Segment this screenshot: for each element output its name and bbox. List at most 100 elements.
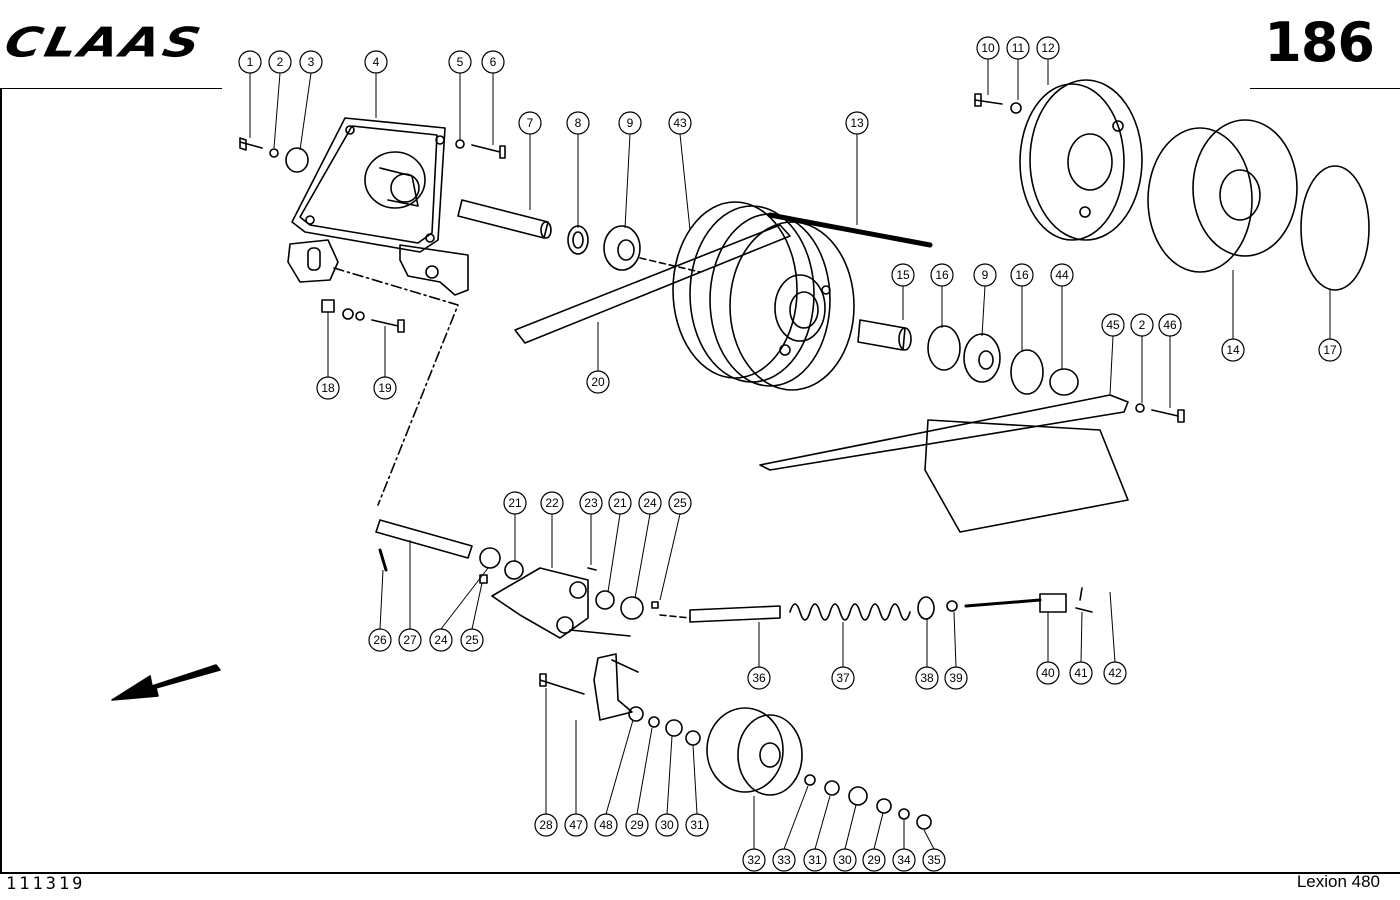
part-callout: 21 xyxy=(503,491,527,515)
callout-circle xyxy=(638,491,662,515)
frame-left-border xyxy=(0,88,2,872)
part-callout: 24 xyxy=(638,491,662,515)
callout-circle xyxy=(566,111,590,135)
callout-circle xyxy=(429,628,453,652)
callout-number: 2 xyxy=(277,55,284,69)
part-callout: 21 xyxy=(608,491,632,515)
direction-arrow xyxy=(111,664,221,701)
callout-circle xyxy=(1010,263,1034,287)
callout-circle xyxy=(922,848,946,872)
part-callout: 1 xyxy=(238,50,262,74)
callout-circle xyxy=(862,848,886,872)
callout-circle xyxy=(540,491,564,515)
callout-circle xyxy=(373,376,397,400)
part-callout: 4 xyxy=(364,50,388,74)
callout-circle xyxy=(534,813,558,837)
callout-circle xyxy=(503,491,527,515)
callout-circle xyxy=(747,666,771,690)
callout-circle xyxy=(831,666,855,690)
callout-number: 16 xyxy=(1015,268,1029,282)
part-callout: 9 xyxy=(973,263,997,287)
part-callout: 14 xyxy=(1221,338,1245,362)
callout-number: 20 xyxy=(591,375,605,389)
callout-circle xyxy=(833,848,857,872)
callout-number: 26 xyxy=(373,633,387,647)
leader-line xyxy=(783,785,809,850)
callout-number: 7 xyxy=(527,116,534,130)
callout-circle xyxy=(460,628,484,652)
leader-line xyxy=(273,72,281,149)
frame-bottom-border xyxy=(0,872,1400,874)
part-callout: 8 xyxy=(566,111,590,135)
callout-number: 9 xyxy=(627,116,634,130)
callout-circle xyxy=(608,491,632,515)
part-callout: 25 xyxy=(460,628,484,652)
leader-line xyxy=(981,285,986,337)
leader-line xyxy=(379,569,384,630)
part-callout: 28 xyxy=(534,813,558,837)
callout-circle xyxy=(772,848,796,872)
bracket-plate-drawing xyxy=(287,117,469,296)
part-callout: 27 xyxy=(398,628,422,652)
main-pulley-drawing xyxy=(672,201,855,391)
callout-number: 31 xyxy=(690,818,704,832)
leader-line xyxy=(471,582,483,630)
callout-circle xyxy=(579,491,603,515)
leader-line xyxy=(666,735,673,815)
callout-circle xyxy=(1318,338,1342,362)
callout-number: 41 xyxy=(1074,666,1088,680)
callout-circle xyxy=(930,263,954,287)
leader-line xyxy=(624,133,631,229)
callout-number: 36 xyxy=(752,671,766,685)
part-callout: 33 xyxy=(772,848,796,872)
callout-circle xyxy=(564,813,588,837)
part-callout: 29 xyxy=(625,813,649,837)
callout-number: 21 xyxy=(508,496,522,510)
callout-number: 14 xyxy=(1226,343,1240,357)
leader-line xyxy=(1109,335,1114,396)
callout-number: 45 xyxy=(1106,318,1120,332)
callout-circle xyxy=(891,263,915,287)
callout-number: 1 xyxy=(247,55,254,69)
leader-line xyxy=(1109,591,1116,663)
callout-circle xyxy=(845,111,869,135)
part-callout: 45 xyxy=(1101,313,1125,337)
callout-number: 4 xyxy=(373,55,380,69)
callout-number: 16 xyxy=(935,268,949,282)
callout-circle xyxy=(973,263,997,287)
callout-number: 43 xyxy=(673,116,687,130)
part-callout: 36 xyxy=(747,666,771,690)
callout-circle xyxy=(655,813,679,837)
leader-line xyxy=(605,719,634,815)
callout-number: 39 xyxy=(949,671,963,685)
header-rule-left xyxy=(0,88,222,89)
callout-circle xyxy=(1050,263,1074,287)
callout-number: 9 xyxy=(982,268,989,282)
callout-number: 34 xyxy=(897,853,911,867)
callout-circle xyxy=(668,491,692,515)
callout-number: 11 xyxy=(1012,41,1025,55)
callout-circle xyxy=(586,370,610,394)
callout-circle xyxy=(1036,661,1060,685)
callout-number: 31 xyxy=(808,853,822,867)
callout-number: 10 xyxy=(981,41,995,55)
callout-number: 22 xyxy=(545,496,559,510)
callout-number: 3 xyxy=(308,55,315,69)
part-callout: 48 xyxy=(594,813,618,837)
callout-circle xyxy=(618,111,642,135)
leader-line xyxy=(844,804,857,850)
callout-number: 24 xyxy=(434,633,448,647)
part-callout: 40 xyxy=(1036,661,1060,685)
part-callout: 31 xyxy=(803,848,827,872)
callout-circle xyxy=(398,628,422,652)
callout-number: 27 xyxy=(403,633,417,647)
leader-line xyxy=(440,567,489,630)
part-callout: 11 xyxy=(1006,36,1030,60)
leader-line xyxy=(814,795,831,850)
callout-number: 47 xyxy=(569,818,583,832)
tensioner-assembly-drawing xyxy=(375,519,1093,830)
part-callout: 32 xyxy=(742,848,766,872)
part-callout: 25 xyxy=(668,491,692,515)
part-callout: 46 xyxy=(1158,313,1182,337)
